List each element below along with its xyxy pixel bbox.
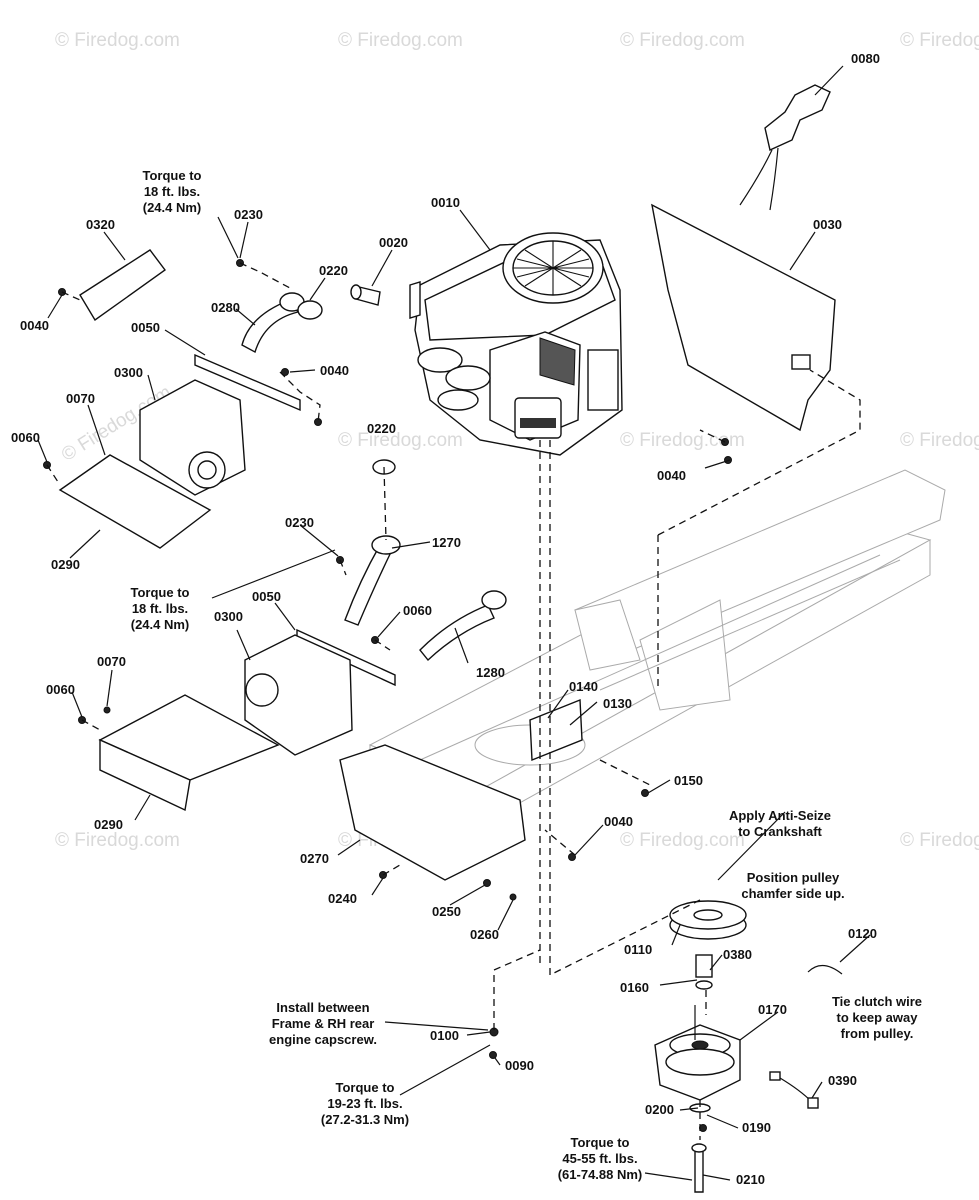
part-label-0130: 0130 (603, 696, 632, 711)
part-label-0170: 0170 (758, 1002, 787, 1017)
part-label-0290: 0290 (94, 817, 123, 832)
part-label-0250: 0250 (432, 904, 461, 919)
wire-connector (769, 1071, 819, 1109)
note-torque-19-23: Torque to 19-23 ft. lbs. (27.2-31.3 Nm) (320, 1080, 410, 1127)
part-label-0320: 0320 (86, 217, 115, 232)
lower-exhaust (98, 459, 507, 812)
part-label-0100: 0100 (430, 1028, 459, 1043)
part-label-0040: 0040 (657, 468, 686, 483)
part-label-0290: 0290 (51, 557, 80, 572)
watermark: © Firedog.com (338, 30, 463, 51)
part-label-0060: 0060 (403, 603, 432, 618)
frame-shield (339, 698, 583, 881)
note-torque-18: Torque to 18 ft. lbs. (24.4 Nm) (130, 585, 190, 632)
part-label-0300: 0300 (214, 609, 243, 624)
part-label-0260: 0260 (470, 927, 499, 942)
part-label-0060: 0060 (46, 682, 75, 697)
watermark: © Firedog.com (620, 430, 745, 451)
part-label-0190: 0190 (742, 1120, 771, 1135)
watermark: © Firedog.com (900, 830, 979, 851)
part-label-0160: 0160 (620, 980, 649, 995)
watermark: © Firedog.com (55, 830, 180, 851)
watermark: © Firedog.com (55, 30, 180, 51)
assembly-lines (46, 262, 861, 1140)
part-label-0040: 0040 (604, 814, 633, 829)
part-label-0390: 0390 (828, 1073, 857, 1088)
wire-clip (807, 964, 843, 975)
part-label-0240: 0240 (328, 891, 357, 906)
note-clutch-wire: Tie clutch wire to keep away from pulley… (831, 994, 923, 1041)
part-label-0080: 0080 (851, 51, 880, 66)
note-install-between: Install between Frame & RH rear engine c… (269, 1000, 377, 1047)
part-label-0010: 0010 (431, 195, 460, 210)
part-label-0200: 0200 (645, 1102, 674, 1117)
note-torque-45-55: Torque to 45-55 ft. lbs. (61-74.88 Nm) (557, 1135, 643, 1182)
part-label-0270: 0270 (300, 851, 329, 866)
fitting-0020 (350, 284, 381, 306)
part-label-0070: 0070 (66, 391, 95, 406)
upper-exhaust (58, 292, 323, 549)
fasteners (43, 259, 732, 1132)
watermark: © Firedog.com (900, 30, 979, 51)
part-label-0230: 0230 (234, 207, 263, 222)
part-label-0140: 0140 (569, 679, 598, 694)
part-label-0380: 0380 (723, 947, 752, 962)
part-label-0110: 0110 (624, 942, 653, 957)
note-anti-seize: Apply Anti-Seize to Crankshaft (728, 808, 832, 839)
part-label-0040: 0040 (320, 363, 349, 378)
part-label-0120: 0120 (848, 926, 877, 941)
part-label-0020: 0020 (379, 235, 408, 250)
engine-panel (651, 203, 836, 432)
watermark: © Firedog.com (620, 830, 745, 851)
part-label-0220: 0220 (367, 421, 396, 436)
pulley (669, 900, 747, 990)
part-label-0230: 0230 (285, 515, 314, 530)
part-label-0050: 0050 (252, 589, 281, 604)
part-label-0090: 0090 (505, 1058, 534, 1073)
part-label-0300: 0300 (114, 365, 143, 380)
leader-lines (37, 65, 871, 1181)
part-label-0210: 0210 (736, 1172, 765, 1187)
part-label-0280: 0280 (211, 300, 240, 315)
watermark: © Firedog.com (900, 430, 979, 451)
part-label-0060: 0060 (11, 430, 40, 445)
engine (409, 232, 623, 456)
part-label-0150: 0150 (674, 773, 703, 788)
electric-clutch (654, 1005, 741, 1193)
part-label-0040: 0040 (20, 318, 49, 333)
part-label-1280: 1280 (476, 665, 505, 680)
part-label-0030: 0030 (813, 217, 842, 232)
part-label-0220: 0220 (319, 263, 348, 278)
note-pulley-position: Position pulley chamfer side up. (741, 870, 845, 901)
watermark: © Firedog.com (620, 30, 745, 51)
part-label-0070: 0070 (97, 654, 126, 669)
watermark: © Firedog.com (338, 430, 463, 451)
part-label-1270: 1270 (432, 535, 461, 550)
note-torque-18: Torque to 18 ft. lbs. (24.4 Nm) (142, 168, 202, 215)
heat-shield-plate (79, 249, 166, 322)
throttle-control (739, 84, 831, 211)
part-label-0050: 0050 (131, 320, 160, 335)
